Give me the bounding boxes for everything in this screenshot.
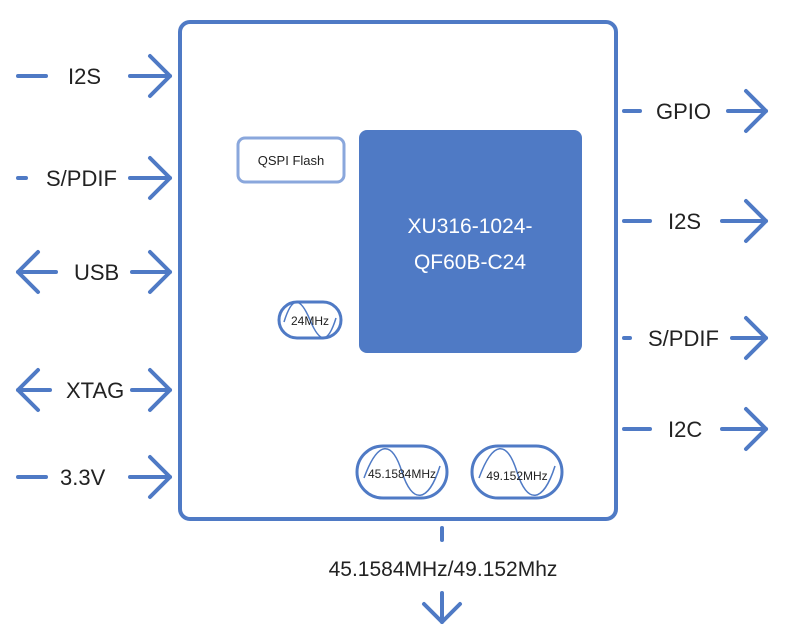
right-port-gpio: GPIO <box>622 89 768 133</box>
qspi-flash: QSPI Flash <box>236 136 346 184</box>
right-arrow-icon <box>130 368 172 412</box>
right-arrow-icon <box>128 455 172 499</box>
right-arrow-icon <box>130 250 172 294</box>
oscillator-45mhz: 45.1584MHz <box>355 444 449 500</box>
right-arrow-icon <box>128 54 172 98</box>
left-port-spdif: S/PDIF <box>16 156 172 200</box>
bottom-clock-output-label: 45.1584MHz/49.152Mhz <box>329 558 558 581</box>
right-port-i2c-label: I2C <box>668 417 702 442</box>
main-chip-label-line1: XU316-1024- <box>408 215 533 238</box>
left-arrow-icon <box>16 368 52 412</box>
sine-wave-icon <box>363 448 441 496</box>
oscillator-24mhz-label: 24MHz <box>291 314 329 328</box>
qspi-flash-box <box>236 136 346 184</box>
down-arrow-icon <box>422 591 462 624</box>
left-port-i2s-label: I2S <box>68 64 101 89</box>
sine-wave-icon <box>478 448 556 496</box>
main-chip: XU316-1024- QF60B-C24 <box>359 130 582 353</box>
right-port-i2s-label: I2S <box>668 209 701 234</box>
left-port-spdif-label: S/PDIF <box>46 166 117 191</box>
left-port-power: 3.3V <box>16 455 172 499</box>
oscillator-49mhz: 49.152MHz <box>470 444 564 500</box>
qspi-flash-label: QSPI Flash <box>258 153 324 168</box>
right-arrow-icon <box>720 199 768 243</box>
right-port-spdif-label: S/PDIF <box>648 326 719 351</box>
sine-wave-icon <box>283 301 337 339</box>
left-port-xtag-label: XTAG <box>66 378 124 403</box>
left-port-xtag: XTAG <box>16 368 172 412</box>
right-arrow-icon <box>730 316 768 360</box>
right-port-i2s: I2S <box>622 199 768 243</box>
left-port-power-label: 3.3V <box>60 465 106 490</box>
left-port-usb-label: USB <box>74 260 119 285</box>
right-port-i2c: I2C <box>622 407 768 451</box>
bottom-clock-output: 45.1584MHz/49.152Mhz <box>329 526 558 624</box>
left-port-usb: USB <box>16 250 172 294</box>
right-arrow-icon <box>726 89 768 133</box>
right-arrow-icon <box>720 407 768 451</box>
main-chip-body <box>359 130 582 353</box>
oscillator-49mhz-label: 49.152MHz <box>486 469 547 483</box>
oscillator-45mhz-label: 45.1584MHz <box>368 467 436 481</box>
right-port-gpio-label: GPIO <box>656 99 711 124</box>
right-port-spdif: S/PDIF <box>622 316 768 360</box>
oscillator-24mhz: 24MHz <box>277 300 343 340</box>
right-arrow-icon <box>128 156 172 200</box>
main-chip-label-line2: QF60B-C24 <box>414 251 526 274</box>
left-arrow-icon <box>16 250 58 294</box>
left-port-i2s: I2S <box>16 54 172 98</box>
